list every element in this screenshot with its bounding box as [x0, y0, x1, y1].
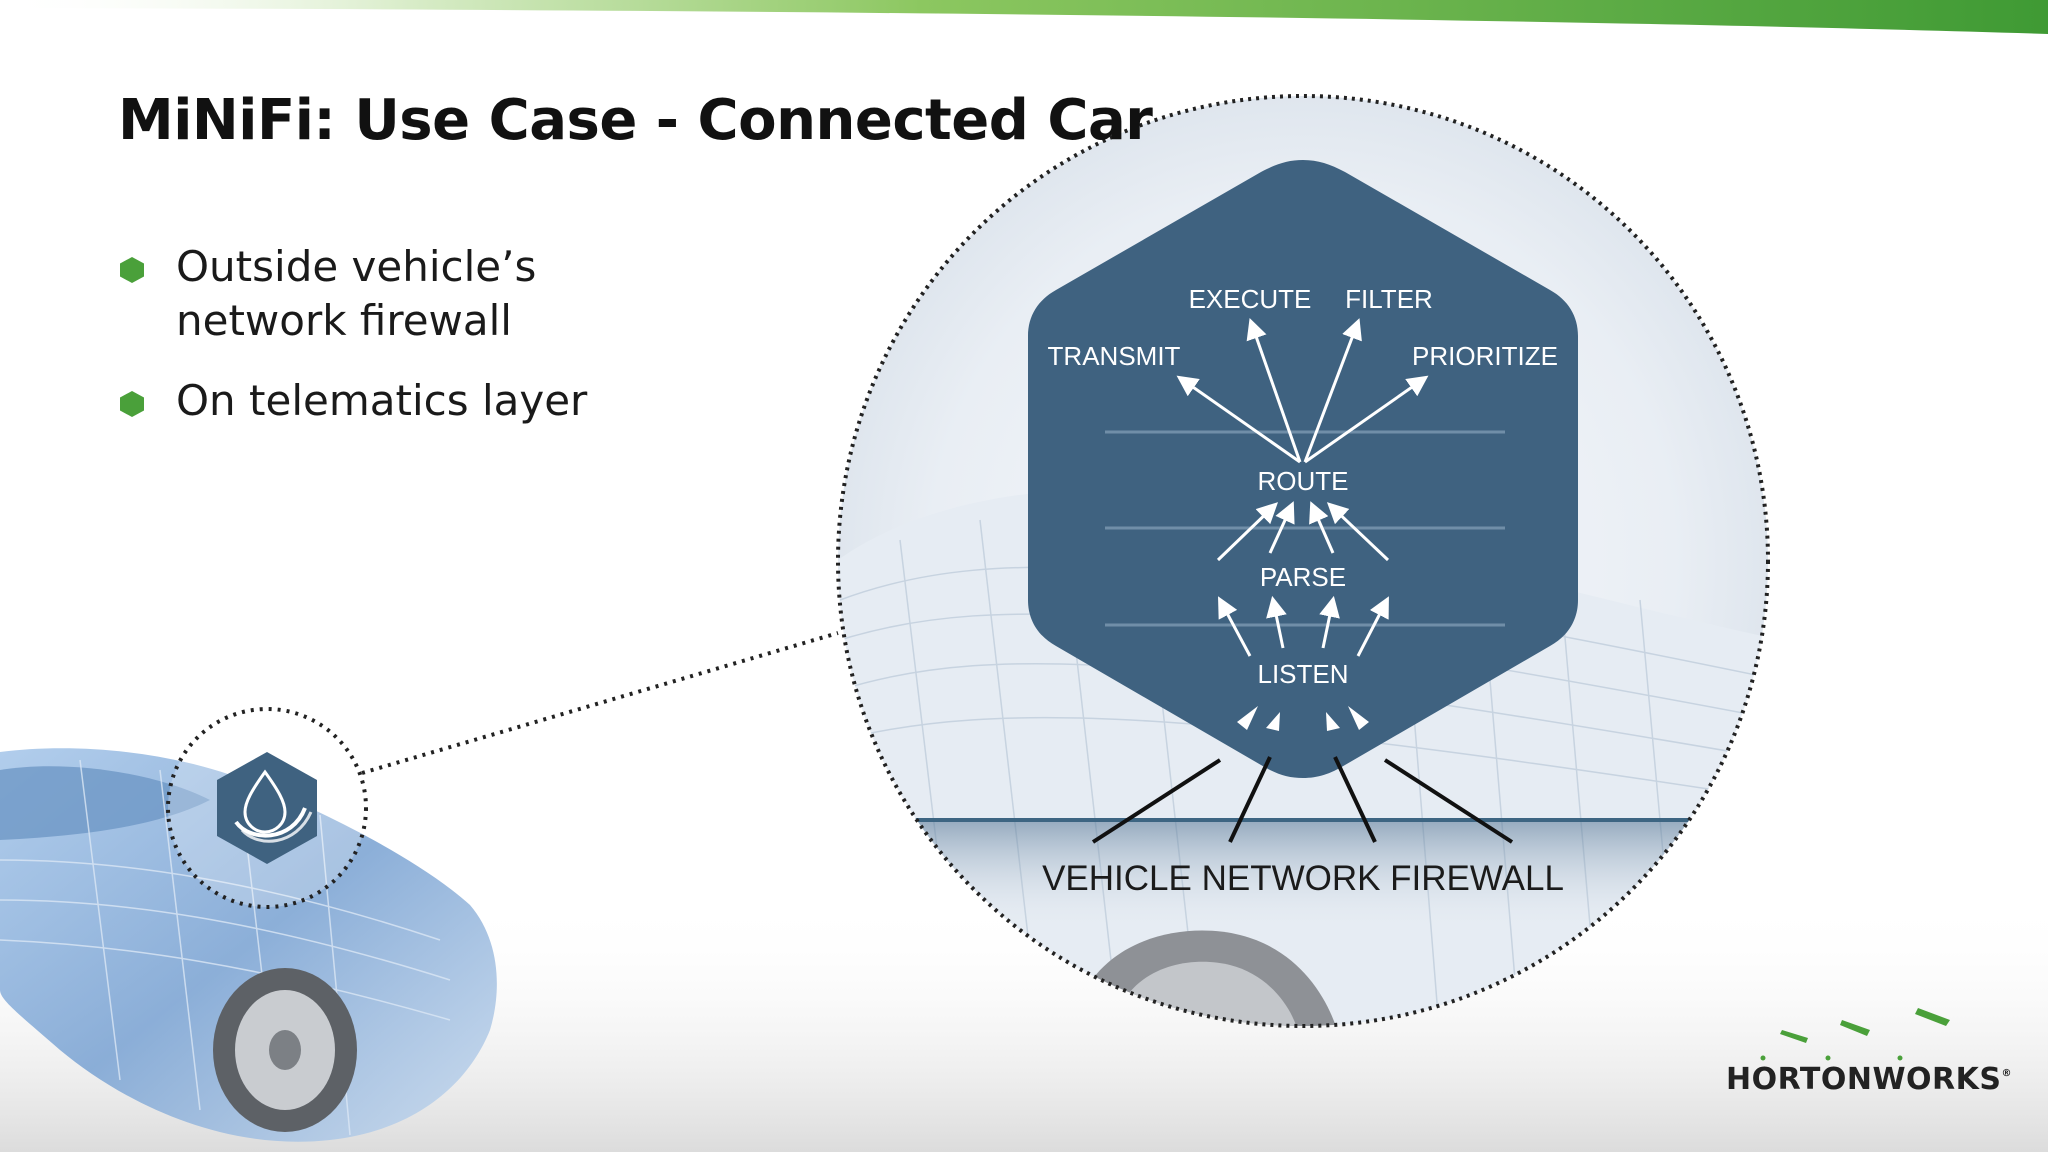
logo-text: HORTONWORKS: [1726, 1062, 2002, 1097]
bullet-line: On telematics layer: [176, 376, 588, 425]
node-transmit: TRANSMIT: [1048, 341, 1181, 371]
top-accent-bar: [0, 0, 2048, 34]
firewall-arrows: [1091, 756, 1514, 844]
listen-arrows: [1218, 595, 1389, 657]
zoom-connector-line: [361, 631, 839, 775]
firewall-label: VEHICLE NETWORK FIREWALL: [1042, 859, 1564, 898]
route-arrows: [1176, 318, 1429, 464]
node-route: ROUTE: [1258, 466, 1349, 496]
hortonworks-logo: HORTONWORKS®: [1726, 1062, 2012, 1097]
bullet-line: Outside vehicle’s: [176, 242, 537, 291]
bullet-item: On telematics layer: [120, 374, 736, 428]
bullet-line: network firewall: [176, 296, 512, 345]
minifi-drop-icon: [234, 769, 313, 843]
bullet-list: Outside vehicle’s network firewall On te…: [120, 240, 736, 454]
node-prioritize: PRIORITIZE: [1412, 341, 1558, 371]
node-listen: LISTEN: [1257, 659, 1348, 689]
node-filter: FILTER: [1345, 284, 1433, 314]
car-illustration: [0, 748, 497, 1142]
hex-bullet-icon: [120, 391, 144, 417]
zoom-circle-outline: [836, 94, 1770, 1028]
bullet-item: Outside vehicle’s network firewall: [120, 240, 736, 348]
logo-registered-mark: ®: [2001, 1068, 2012, 1079]
parse-arrows: [1216, 501, 1390, 562]
hortonworks-logo-marks: [1760, 1008, 1950, 1061]
hex-bullet-icon: [120, 257, 144, 283]
layer-lines: [1105, 430, 1505, 627]
node-parse: PARSE: [1260, 562, 1346, 592]
slide-title: MiNiFi: Use Case - Connected Car: [118, 88, 1153, 153]
node-execute: EXECUTE: [1189, 284, 1312, 314]
firewall-arrowheads: [1237, 706, 1369, 731]
